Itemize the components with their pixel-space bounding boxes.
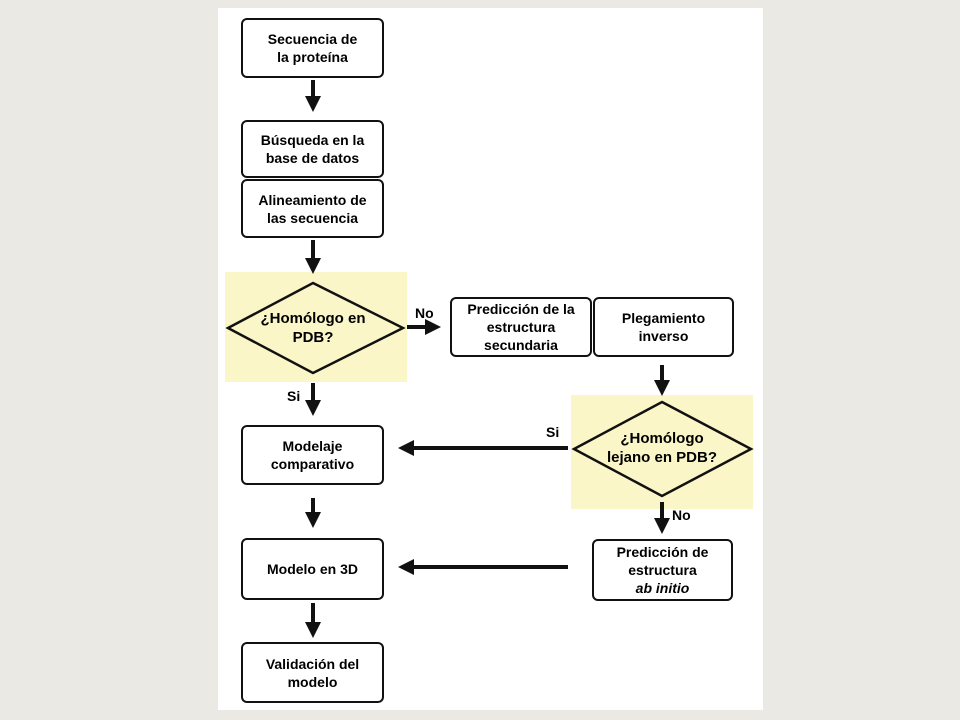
decision-diamond-homolog (225, 281, 406, 375)
flow-connectors (225, 80, 754, 638)
decision-highlight-homolog (225, 272, 407, 382)
label-homolog-yes: Si (287, 388, 301, 404)
label-homolog-no: No (415, 305, 434, 321)
decision-homolog-text: ¿Homólogo en PDB? (260, 310, 366, 346)
decision-distant-text: ¿Homólogo lejano en PDB? (606, 430, 718, 466)
decision-diamond-distant (571, 400, 754, 498)
step-model-3d: Modelo en 3D (241, 538, 384, 600)
decision-highlight-distant (571, 395, 753, 509)
label-distant-yes: Si (546, 424, 560, 440)
label-distant-no: No (672, 507, 691, 523)
